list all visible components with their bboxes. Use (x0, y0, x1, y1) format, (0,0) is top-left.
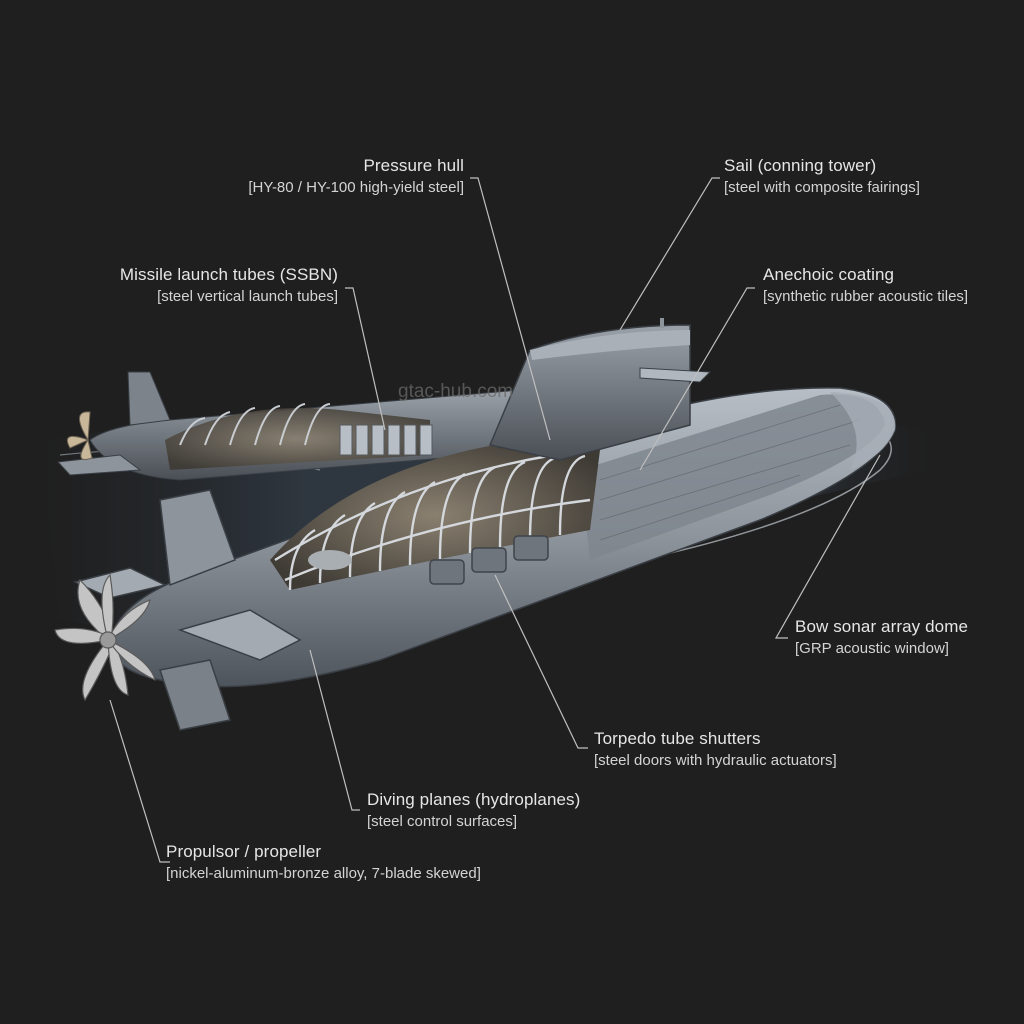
callout-diving-planes: Diving planes (hydroplanes) [steel contr… (367, 790, 580, 830)
missile-tubes (339, 424, 433, 456)
leader-lines (109, 177, 881, 863)
callout-sail: Sail (conning tower) [steel with composi… (724, 156, 920, 196)
propulsor-propeller (54, 573, 156, 702)
diving-planes (72, 567, 302, 661)
leader-line-torpedo-shutters (494, 574, 588, 749)
leader-line-propulsor (109, 699, 170, 863)
rear-propeller (66, 411, 93, 460)
callout-title: Missile launch tubes (SSBN) (119, 265, 338, 284)
leader-line-anechoic-coating (639, 287, 755, 471)
callout-material: [steel with composite fairings] (724, 178, 920, 196)
callout-torpedo-shutters: Torpedo tube shutters [steel doors with … (594, 729, 837, 769)
leader-line-pressure-hull (470, 177, 551, 441)
callout-material: [steel vertical launch tubes] (157, 287, 338, 305)
callout-propulsor: Propulsor / propeller [nickel-aluminum-b… (166, 842, 481, 882)
anechoic-coating-area (580, 394, 885, 560)
callout-anechoic-coating: Anechoic coating [synthetic rubber acous… (763, 265, 968, 305)
stern-fin (159, 489, 236, 731)
callout-material: [nickel-aluminum-bronze alloy, 7-blade s… (166, 864, 481, 882)
callout-title: Pressure hull (363, 156, 464, 175)
callout-material: [steel control surfaces] (367, 812, 518, 830)
leader-line-sail (619, 177, 720, 331)
callout-missile-tubes: Missile launch tubes (SSBN) [steel verti… (120, 265, 338, 305)
callout-material: [steel doors with hydraulic actuators] (594, 751, 837, 769)
sail-conning-tower (488, 318, 712, 461)
callout-title: Sail (conning tower) (724, 156, 877, 175)
leader-line-bow-sonar (774, 454, 881, 639)
leader-line-missile-tubes (345, 287, 386, 431)
pressure-hull-cutaway (270, 440, 600, 591)
callout-title: Propulsor / propeller (166, 842, 322, 861)
callout-pressure-hull: Pressure hull [HY-80 / HY-100 high-yield… (248, 156, 464, 196)
callout-material: [synthetic rubber acoustic tiles] (763, 287, 969, 305)
callout-title: Torpedo tube shutters (594, 729, 761, 748)
callout-material: [GRP acoustic window] (795, 639, 949, 657)
callout-bow-sonar: Bow sonar array dome [GRP acoustic windo… (795, 617, 968, 657)
torpedo-tube-shutters (429, 535, 549, 585)
leader-line-diving-planes (309, 649, 360, 811)
watermark: gtac-hub.com (398, 381, 514, 402)
callout-material: [HY-80 / HY-100 high-yield steel] (248, 178, 464, 196)
main-submarine (54, 318, 897, 731)
callout-title: Anechoic coating (763, 265, 895, 284)
bow-sonar-dome (830, 392, 896, 470)
callout-title: Bow sonar array dome (795, 617, 969, 636)
callout-title: Diving planes (hydroplanes) (367, 790, 581, 809)
